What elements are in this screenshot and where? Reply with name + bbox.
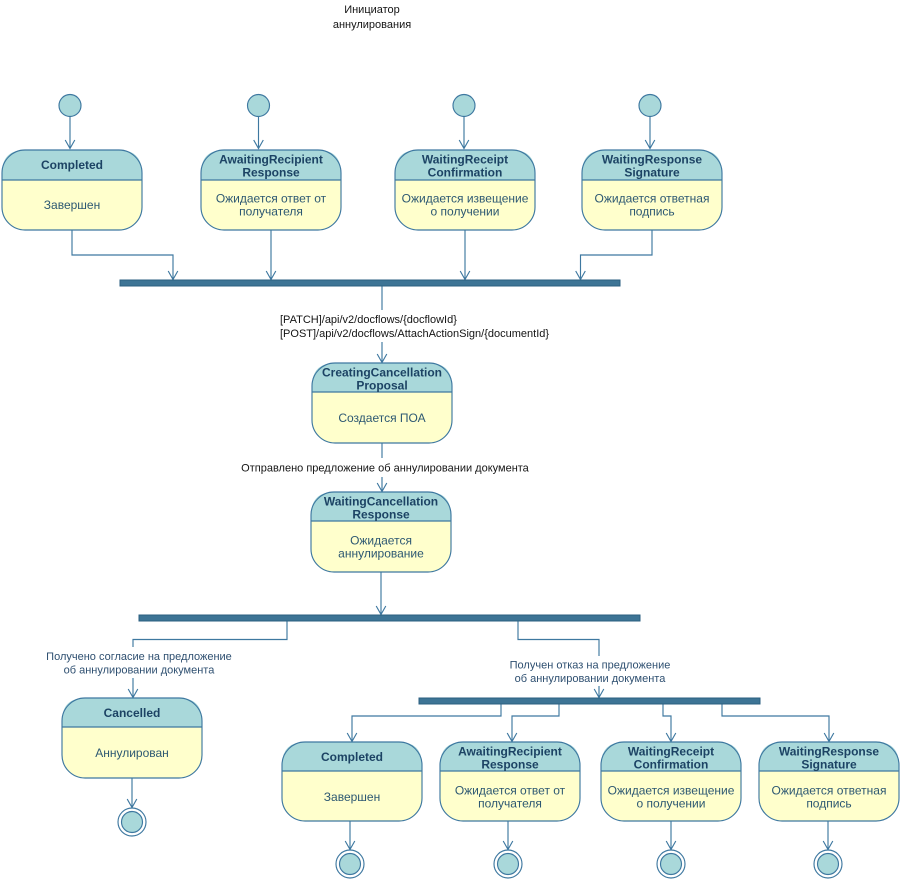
svg-text:об аннулировании документа: об аннулировании документа — [64, 665, 216, 677]
svg-text:Аннулирован: Аннулирован — [95, 746, 169, 760]
svg-text:о получении: о получении — [637, 797, 706, 811]
svg-text:[POST]/api/v2/docflows/AttachA: [POST]/api/v2/docflows/AttachActionSign/… — [280, 328, 549, 340]
svg-text:Ожидается: Ожидается — [350, 534, 412, 548]
svg-text:подпись: подпись — [806, 797, 851, 811]
svg-text:Завершен: Завершен — [324, 790, 380, 804]
svg-text:аннулирование: аннулирование — [338, 547, 424, 561]
svg-text:[PATCH]/api/v2/docflows/{docfl: [PATCH]/api/v2/docflows/{docflowId} — [280, 314, 457, 326]
svg-text:WaitingReceipt: WaitingReceipt — [628, 745, 714, 759]
svg-text:Proposal: Proposal — [356, 379, 407, 393]
svg-text:Завершен: Завершен — [44, 198, 100, 212]
svg-text:Signature: Signature — [624, 166, 680, 180]
svg-text:Completed: Completed — [41, 158, 103, 172]
svg-text:аннулирования: аннулирования — [333, 19, 411, 31]
svg-text:получателя: получателя — [239, 205, 303, 219]
svg-text:Signature: Signature — [801, 758, 857, 772]
svg-text:получателя: получателя — [478, 797, 542, 811]
svg-text:WaitingResponse: WaitingResponse — [602, 153, 703, 167]
svg-text:о получении: о получении — [431, 205, 500, 219]
svg-text:Response: Response — [242, 166, 300, 180]
svg-text:Ожидается ответная: Ожидается ответная — [595, 192, 710, 206]
svg-text:подпись: подпись — [629, 205, 674, 219]
svg-text:Ожидается извещение: Ожидается извещение — [608, 784, 735, 798]
svg-text:об аннулировании документа: об аннулировании документа — [515, 673, 667, 685]
svg-text:Response: Response — [352, 508, 410, 522]
svg-text:AwaitingRecipient: AwaitingRecipient — [219, 153, 323, 167]
svg-text:WaitingReceipt: WaitingReceipt — [422, 153, 508, 167]
svg-text:Создается ПОА: Создается ПОА — [338, 411, 425, 425]
svg-text:Инициатор: Инициатор — [344, 4, 400, 16]
svg-text:WaitingCancellation: WaitingCancellation — [324, 495, 438, 509]
svg-text:Confirmation: Confirmation — [428, 166, 503, 180]
svg-text:Completed: Completed — [321, 750, 383, 764]
svg-text:Получен отказ на предложение: Получен отказ на предложение — [510, 660, 671, 672]
svg-text:Confirmation: Confirmation — [634, 758, 709, 772]
svg-text:Cancelled: Cancelled — [104, 706, 161, 720]
svg-text:Получено согласие на предложен: Получено согласие на предложение — [46, 651, 232, 663]
svg-text:CreatingCancellation: CreatingCancellation — [322, 366, 442, 380]
svg-text:Ожидается ответ от: Ожидается ответ от — [216, 192, 327, 206]
svg-text:Ожидается ответ от: Ожидается ответ от — [455, 784, 566, 798]
svg-text:Ожидается извещение: Ожидается извещение — [402, 192, 529, 206]
svg-text:Ожидается ответная: Ожидается ответная — [772, 784, 887, 798]
svg-text:Отправлено предложение об анну: Отправлено предложение об аннулировании … — [241, 463, 530, 475]
svg-text:WaitingResponse: WaitingResponse — [779, 745, 880, 759]
svg-text:Response: Response — [481, 758, 539, 772]
svg-text:AwaitingRecipient: AwaitingRecipient — [458, 745, 562, 759]
